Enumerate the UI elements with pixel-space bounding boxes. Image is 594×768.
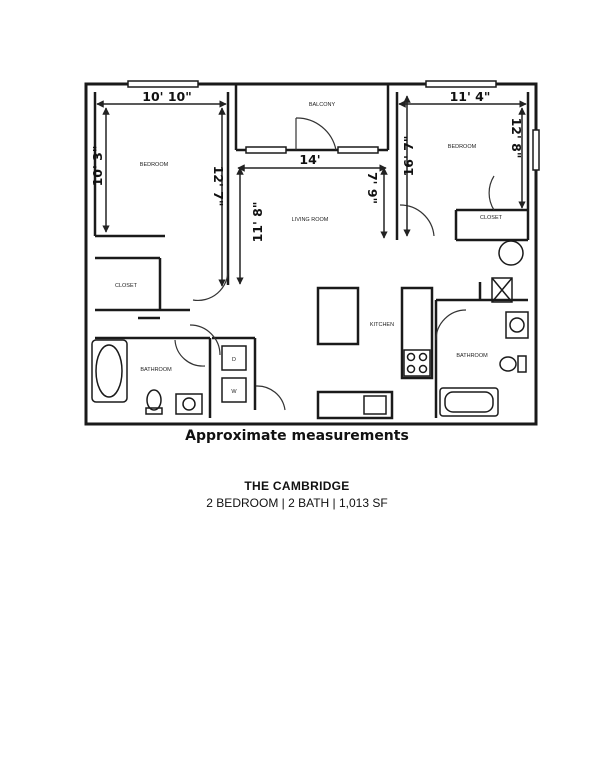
dim-bed-right-width: 11' 4" (450, 89, 491, 104)
room-label-bathroom-left: BATHROOM (140, 367, 172, 373)
dim-living-depth-left: 11' 8" (250, 202, 265, 243)
fixtures (91, 240, 529, 417)
room-label-closet-left: CLOSET (115, 283, 138, 289)
dimension-lines (96, 95, 527, 287)
plan-title: THE CAMBRIDGE (244, 479, 350, 493)
washer-label: W (231, 389, 237, 395)
stove (403, 349, 431, 377)
approximate-measurements-caption: Approximate measurements (185, 428, 409, 444)
dim-balcony-width: 14' (299, 152, 320, 167)
water-heater (498, 240, 524, 266)
room-label-kitchen: KITCHEN (370, 322, 394, 328)
dryer-label: D (232, 357, 236, 363)
dim-bed-right-depth-right: 12' 8" (509, 118, 524, 159)
dim-bed-left-depth-outer: 10' 3" (90, 146, 105, 187)
door-swings (174, 117, 495, 411)
room-label-bedroom-right: BEDROOM (448, 144, 477, 150)
bathtub-left (91, 339, 128, 403)
sink-left (175, 393, 203, 415)
toilet-left (146, 389, 162, 411)
dim-bed-left-depth-inner: 12' 7" (211, 166, 226, 207)
room-label-living-room: LIVING ROOM (292, 217, 329, 223)
exterior-walls (84, 82, 538, 426)
dryer (221, 345, 247, 371)
plan-subtitle: 2 BEDROOM | 2 BATH | 1,013 SF (206, 496, 388, 510)
utility-box (491, 277, 513, 303)
room-label-bedroom-left: BEDROOM (140, 162, 169, 168)
washer (221, 377, 247, 403)
windows (127, 80, 540, 171)
dim-bed-left-width: 10' 10" (142, 89, 191, 104)
room-label-bathroom-right: BATHROOM (456, 353, 488, 359)
toilet-right (499, 356, 517, 372)
dim-living-depth-right: 7' 9" (365, 172, 380, 204)
dim-bed-right-depth-left: 16' 7" (401, 136, 416, 177)
room-label-balcony: BALCONY (309, 102, 336, 108)
sink-right (505, 311, 529, 339)
kitchen-sink (363, 395, 387, 415)
bathtub-right (439, 387, 499, 417)
room-label-closet-right: CLOSET (480, 215, 503, 221)
